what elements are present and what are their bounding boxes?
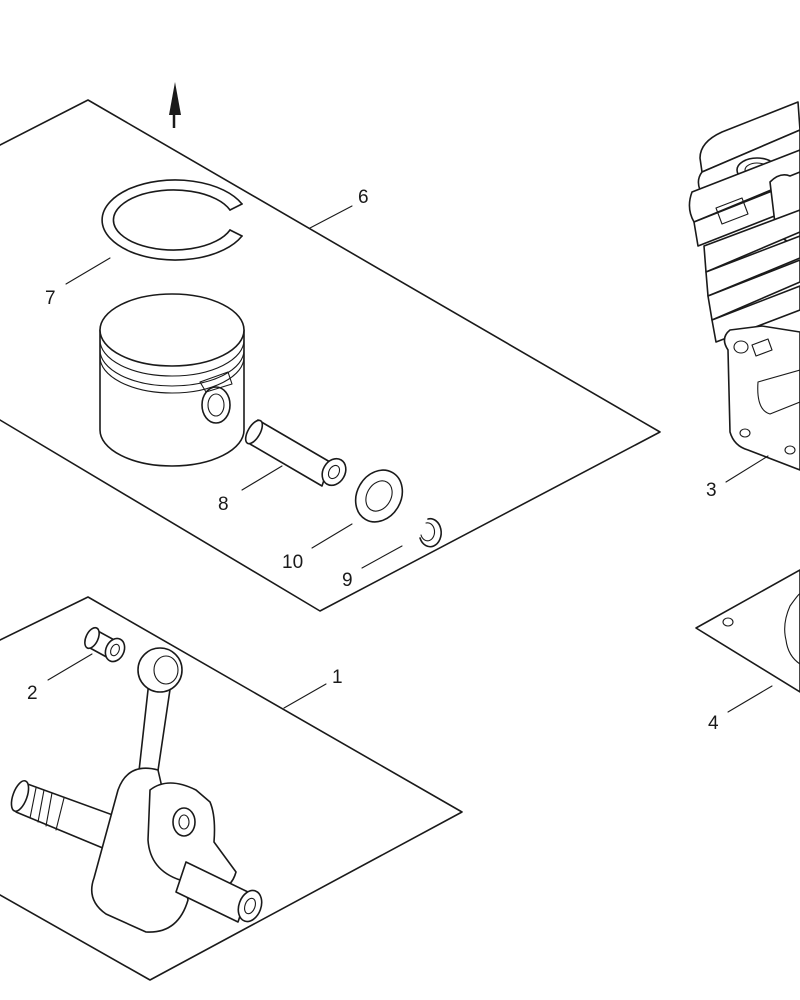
circlip <box>419 517 442 548</box>
callout-3: 3 <box>706 480 717 501</box>
callout-6: 6 <box>358 187 369 208</box>
crankshaft <box>10 647 263 933</box>
callout-1: 1 <box>332 667 343 688</box>
gasket <box>695 569 800 693</box>
needle-bearing <box>84 626 126 663</box>
piston <box>99 293 245 467</box>
piston-kit-panel <box>0 99 661 612</box>
callout-2: 2 <box>27 683 38 704</box>
cylinder <box>688 101 800 471</box>
washer <box>354 469 404 523</box>
callout-9: 9 <box>342 570 353 591</box>
callout-8: 8 <box>218 494 229 515</box>
direction-arrow <box>169 82 181 128</box>
callout-7: 7 <box>45 288 56 309</box>
piston-ring <box>101 179 243 261</box>
callout-4: 4 <box>708 713 719 734</box>
leader-lines-crankshaft <box>47 653 327 709</box>
piston-pin <box>244 419 347 487</box>
crankshaft-panel <box>0 596 463 981</box>
leader-lines-cylinder <box>725 455 773 713</box>
leader-lines-piston-kit <box>65 205 403 569</box>
callout-10: 10 <box>282 552 303 573</box>
